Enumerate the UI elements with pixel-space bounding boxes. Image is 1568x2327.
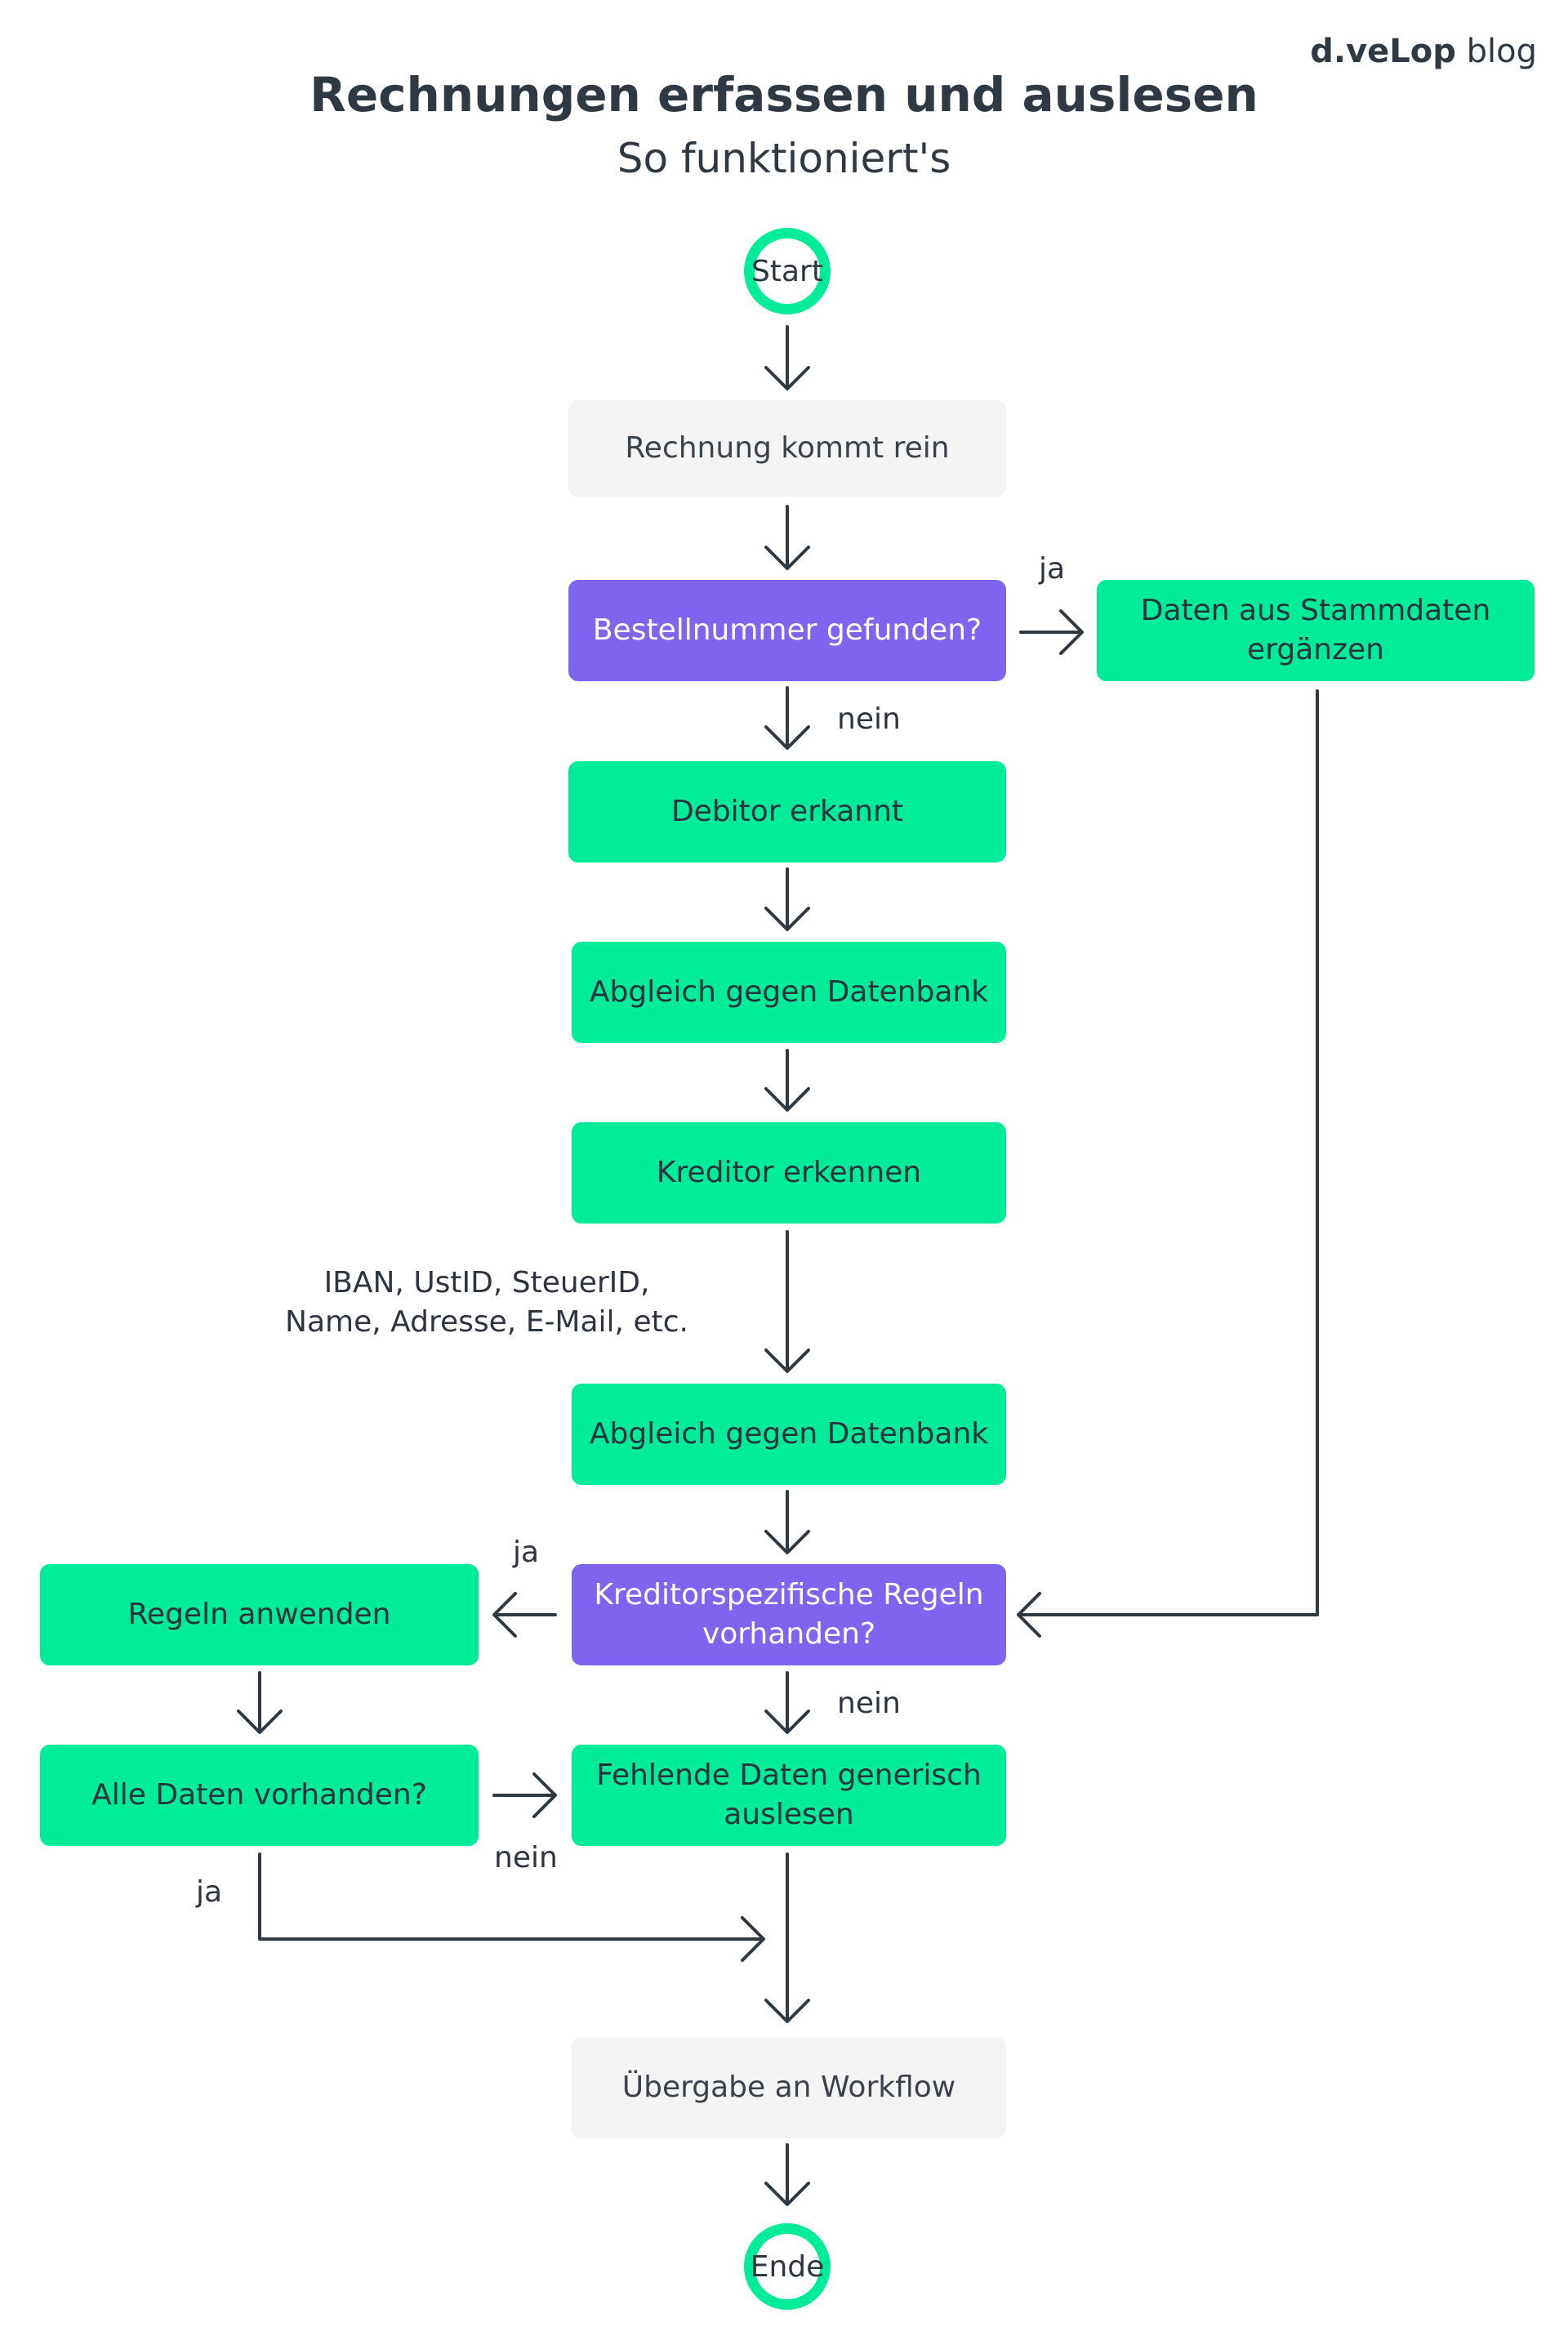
node-fehlende-daten-auslesen: Fehlende Daten generisch auslesen — [572, 1745, 1006, 1846]
arrow-alle-daten-to-fehlende-daten — [492, 1772, 557, 1818]
kreditor-note-line-1: IBAN, UstID, SteuerID, — [323, 1266, 650, 1299]
decision-kreditorspezifische-regeln: Kreditorspezifische Regeln vorhanden? — [572, 1564, 1006, 1665]
edge-label-nein-bestellnummer: nein — [837, 702, 901, 736]
edge-label-nein-alle-daten: nein — [494, 1841, 558, 1875]
arrow-alle-daten-to-uebergabe — [258, 1852, 765, 1962]
edge-label-ja-bestellnummer: ja — [1039, 552, 1066, 586]
page-subtitle: So funktioniert's — [617, 135, 951, 182]
arrow-rechnung-to-bestellnummer — [764, 505, 810, 570]
brand-logo: d.veLop blog — [1310, 33, 1537, 70]
node-debitor-erkannt: Debitor erkannt — [568, 761, 1006, 863]
brand-name: d.veLop — [1310, 33, 1456, 70]
edge-label-ja-alle-daten: ja — [196, 1875, 223, 1909]
kreditor-attributes-note: IBAN, UstID, SteuerID, Name, Adresse, E-… — [270, 1264, 704, 1342]
kreditor-note-line-2: Name, Adresse, E-Mail, etc. — [285, 1305, 688, 1339]
arrow-debitor-to-abgleich — [764, 867, 810, 931]
brand-suffix: blog — [1466, 33, 1537, 70]
arrow-abgleich-to-regeln-vorhanden — [764, 1490, 810, 1554]
page-title: Rechnungen erfassen und auslesen — [310, 67, 1258, 123]
arrow-start-to-rechnung — [764, 325, 810, 390]
arrow-bestellnummer-to-stammdaten — [1019, 609, 1084, 655]
node-daten-aus-stammdaten: Daten aus Stammdaten ergänzen — [1097, 580, 1535, 681]
arrow-kreditor-to-abgleich — [764, 1230, 810, 1373]
node-abgleich-gegen-datenbank-2: Abgleich gegen Datenbank — [572, 1384, 1006, 1485]
decision-alle-daten-vorhanden: Alle Daten vorhanden? — [40, 1745, 479, 1846]
node-regeln-anwenden: Regeln anwenden — [40, 1564, 479, 1665]
node-rechnung-kommt-rein: Rechnung kommt rein — [568, 400, 1006, 497]
node-kreditor-erkennen: Kreditor erkennen — [572, 1122, 1006, 1224]
arrow-uebergabe-to-ende — [764, 2143, 810, 2206]
decision-bestellnummer-gefunden: Bestellnummer gefunden? — [568, 580, 1006, 681]
edge-label-ja-regeln: ja — [513, 1536, 540, 1569]
node-uebergabe-an-workflow: Übergabe an Workflow — [572, 2037, 1006, 2138]
arrow-regeln-anwenden-to-alle-daten — [237, 1671, 283, 1734]
node-abgleich-gegen-datenbank-1: Abgleich gegen Datenbank — [572, 942, 1006, 1043]
arrow-regeln-vorhanden-to-fehlende-daten — [764, 1671, 810, 1734]
arrow-bestellnummer-to-debitor — [764, 686, 810, 750]
arrow-regeln-vorhanden-to-regeln-anwenden — [492, 1592, 557, 1638]
arrow-stammdaten-to-regeln-vorhanden — [1017, 689, 1319, 1638]
start-node: Start — [744, 228, 831, 314]
arrow-fehlende-daten-to-uebergabe — [764, 1852, 810, 2023]
arrow-abgleich-to-kreditor — [764, 1049, 810, 1112]
end-node: Ende — [744, 2223, 831, 2310]
edge-label-nein-regeln: nein — [837, 1687, 901, 1720]
